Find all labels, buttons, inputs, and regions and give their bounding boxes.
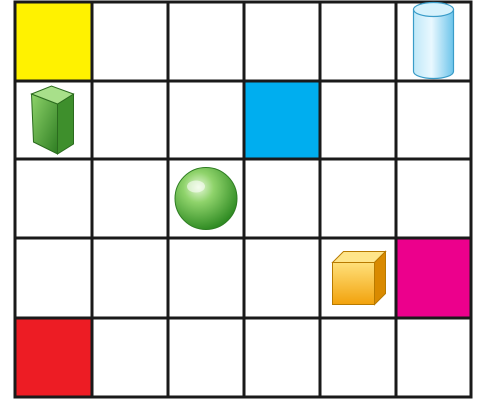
cylinder-icon xyxy=(414,3,454,79)
cell-magenta-fill xyxy=(396,238,471,318)
cell-blue-fill xyxy=(244,81,320,159)
cell-yellow-fill xyxy=(15,2,92,81)
cube-icon xyxy=(333,252,386,305)
triangular-prism-icon xyxy=(32,86,74,154)
cell-red-fill xyxy=(15,318,92,397)
sphere-icon xyxy=(175,168,237,230)
